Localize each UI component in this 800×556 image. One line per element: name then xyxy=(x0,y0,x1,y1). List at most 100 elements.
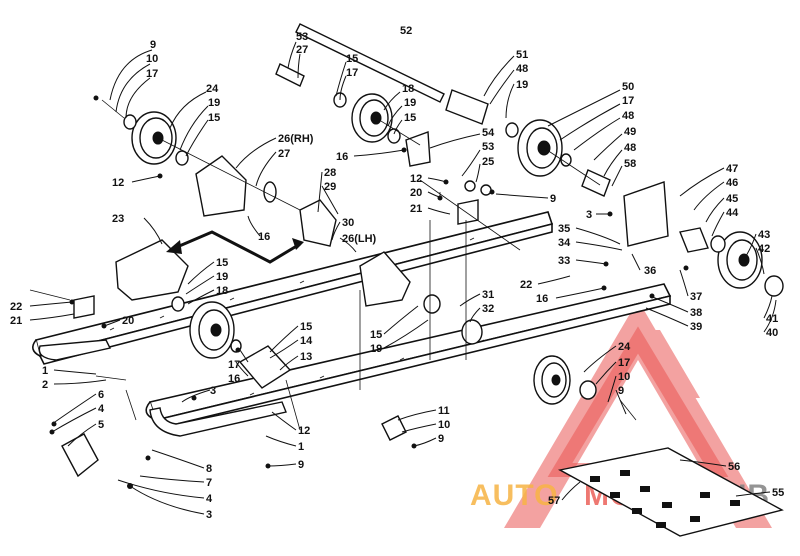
callout-32: 32 xyxy=(482,303,494,315)
callout-16: 16 xyxy=(536,293,548,305)
callout-27: 27 xyxy=(296,44,308,56)
callout-36: 36 xyxy=(644,265,656,277)
callout-19: 19 xyxy=(216,271,228,283)
callout-12: 12 xyxy=(298,425,310,437)
callout-49: 49 xyxy=(624,126,636,138)
callout-17: 17 xyxy=(146,68,158,80)
callout-39: 39 xyxy=(690,321,702,333)
callout-37: 37 xyxy=(690,291,702,303)
callout-26-lh: 26(LH) xyxy=(342,233,377,245)
callout-15: 15 xyxy=(404,112,416,124)
callout-numbers: 53 27 52 51 48 19 9 10 17 15 17 24 19 15… xyxy=(10,25,784,521)
callout-27: 27 xyxy=(278,148,290,160)
callout-48: 48 xyxy=(622,110,634,122)
track-section xyxy=(557,447,784,537)
callout-54: 54 xyxy=(482,127,495,139)
callout-9: 9 xyxy=(298,459,304,471)
callout-53: 53 xyxy=(482,141,494,153)
callout-8: 8 xyxy=(206,463,212,475)
callout-15: 15 xyxy=(208,112,220,124)
callout-53: 53 xyxy=(296,31,308,43)
callout-19: 19 xyxy=(208,97,220,109)
callout-29: 29 xyxy=(324,181,336,193)
callout-18: 18 xyxy=(402,83,414,95)
callout-17: 17 xyxy=(618,357,630,369)
slide-runner-front xyxy=(38,339,287,437)
callout-22: 22 xyxy=(520,279,532,291)
callout-19: 19 xyxy=(370,343,382,355)
callout-3: 3 xyxy=(206,509,212,521)
callout-15: 15 xyxy=(216,257,228,269)
callout-11: 11 xyxy=(438,405,450,417)
callout-17: 17 xyxy=(346,67,358,79)
callout-38: 38 xyxy=(690,307,702,319)
callout-18: 18 xyxy=(216,285,228,297)
callout-9: 9 xyxy=(550,193,556,205)
callout-12: 12 xyxy=(410,173,422,185)
callout-48: 48 xyxy=(516,63,528,75)
callout-7: 7 xyxy=(206,477,212,489)
rear-axle xyxy=(275,23,611,197)
callout-51: 51 xyxy=(516,49,528,61)
callout-56: 56 xyxy=(728,461,740,473)
callout-31: 31 xyxy=(482,289,494,301)
callout-13: 13 xyxy=(300,351,312,363)
callout-17: 17 xyxy=(622,95,634,107)
callout-5: 5 xyxy=(98,419,104,431)
callout-6: 6 xyxy=(98,389,104,401)
callout-44: 44 xyxy=(726,207,739,219)
callout-4: 4 xyxy=(98,403,105,415)
callout-19: 19 xyxy=(516,79,528,91)
callout-2: 2 xyxy=(42,379,48,391)
callout-25: 25 xyxy=(482,156,494,168)
callout-41: 41 xyxy=(766,313,778,325)
callout-21: 21 xyxy=(410,203,422,215)
callout-24: 24 xyxy=(618,341,631,353)
callout-16: 16 xyxy=(336,151,348,163)
idler-wheel-mid-upper xyxy=(351,93,393,143)
callout-16: 16 xyxy=(258,231,270,243)
callout-55: 55 xyxy=(772,487,784,499)
idler-wheel-front-left xyxy=(189,301,235,359)
callout-40: 40 xyxy=(766,327,778,339)
callout-9: 9 xyxy=(150,39,156,51)
callout-20: 20 xyxy=(122,315,134,327)
callout-22: 22 xyxy=(10,301,22,313)
callout-48: 48 xyxy=(624,142,636,154)
callout-10: 10 xyxy=(438,419,450,431)
callout-42: 42 xyxy=(758,243,770,255)
rear-idler-wheel-right xyxy=(717,231,784,297)
callout-26-rh: 26(RH) xyxy=(278,133,314,145)
callout-23: 23 xyxy=(112,213,124,225)
callout-33: 33 xyxy=(558,255,570,267)
callout-1: 1 xyxy=(298,441,304,453)
callout-52: 52 xyxy=(400,25,412,37)
drive-sprocket-wheel xyxy=(517,119,563,177)
callout-50: 50 xyxy=(622,81,634,93)
callout-58: 58 xyxy=(624,158,636,170)
callout-19: 19 xyxy=(404,97,416,109)
assembly-lines xyxy=(29,99,637,431)
callout-21: 21 xyxy=(10,315,22,327)
callout-43: 43 xyxy=(758,229,770,241)
callout-15: 15 xyxy=(300,321,312,333)
callout-46: 46 xyxy=(726,177,738,189)
brackets xyxy=(61,131,709,478)
callout-4: 4 xyxy=(206,493,213,505)
callout-10: 10 xyxy=(618,371,630,383)
callout-leaders xyxy=(29,41,777,515)
callout-17: 17 xyxy=(228,359,240,371)
callout-1: 1 xyxy=(42,365,48,377)
callout-9: 9 xyxy=(438,433,444,445)
callout-16: 16 xyxy=(228,373,240,385)
callout-14: 14 xyxy=(300,335,313,347)
watermark-auto: AUTO xyxy=(470,479,558,512)
idler-wheel-rear-left xyxy=(131,111,177,165)
callout-24: 24 xyxy=(206,83,219,95)
callout-28: 28 xyxy=(324,167,336,179)
callout-30: 30 xyxy=(342,217,354,229)
callout-3: 3 xyxy=(210,385,216,397)
callout-45: 45 xyxy=(726,193,738,205)
callout-9: 9 xyxy=(618,385,624,397)
direction-arrow xyxy=(166,230,304,264)
